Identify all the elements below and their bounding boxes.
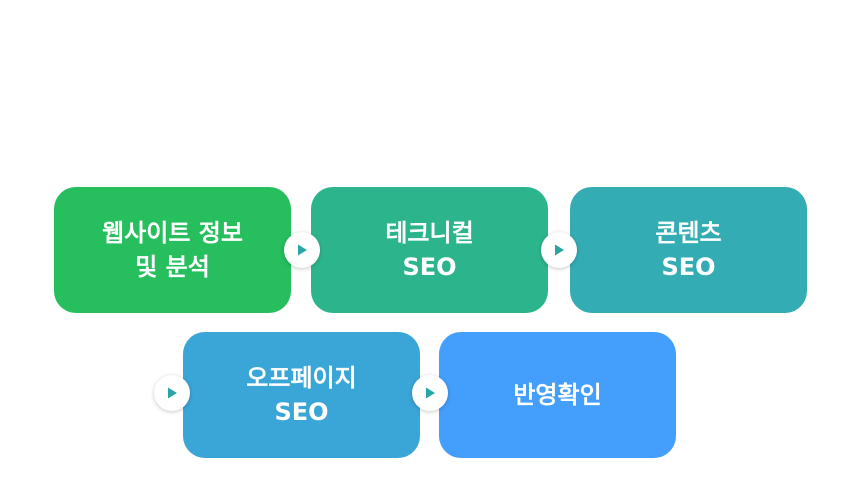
step-website-analysis: 웹사이트 정보 및 분석 (54, 187, 291, 313)
step-offpage-seo: 오프페이지 SEO (183, 332, 420, 458)
step-label: 웹사이트 정보 및 분석 (102, 219, 243, 281)
step-review: 반영확인 (439, 332, 676, 458)
play-triangle-icon (412, 375, 448, 411)
step-technical-seo: 테크니컬 SEO (311, 187, 548, 313)
step-label: 테크니컬 SEO (385, 219, 474, 281)
play-triangle-icon (284, 232, 320, 268)
step-label: 반영확인 (513, 381, 602, 409)
step-label: 콘텐츠 SEO (655, 219, 722, 281)
play-triangle-icon (541, 232, 577, 268)
step-label: 오프페이지 SEO (246, 364, 357, 426)
play-triangle-icon (154, 375, 190, 411)
step-content-seo: 콘텐츠 SEO (570, 187, 807, 313)
